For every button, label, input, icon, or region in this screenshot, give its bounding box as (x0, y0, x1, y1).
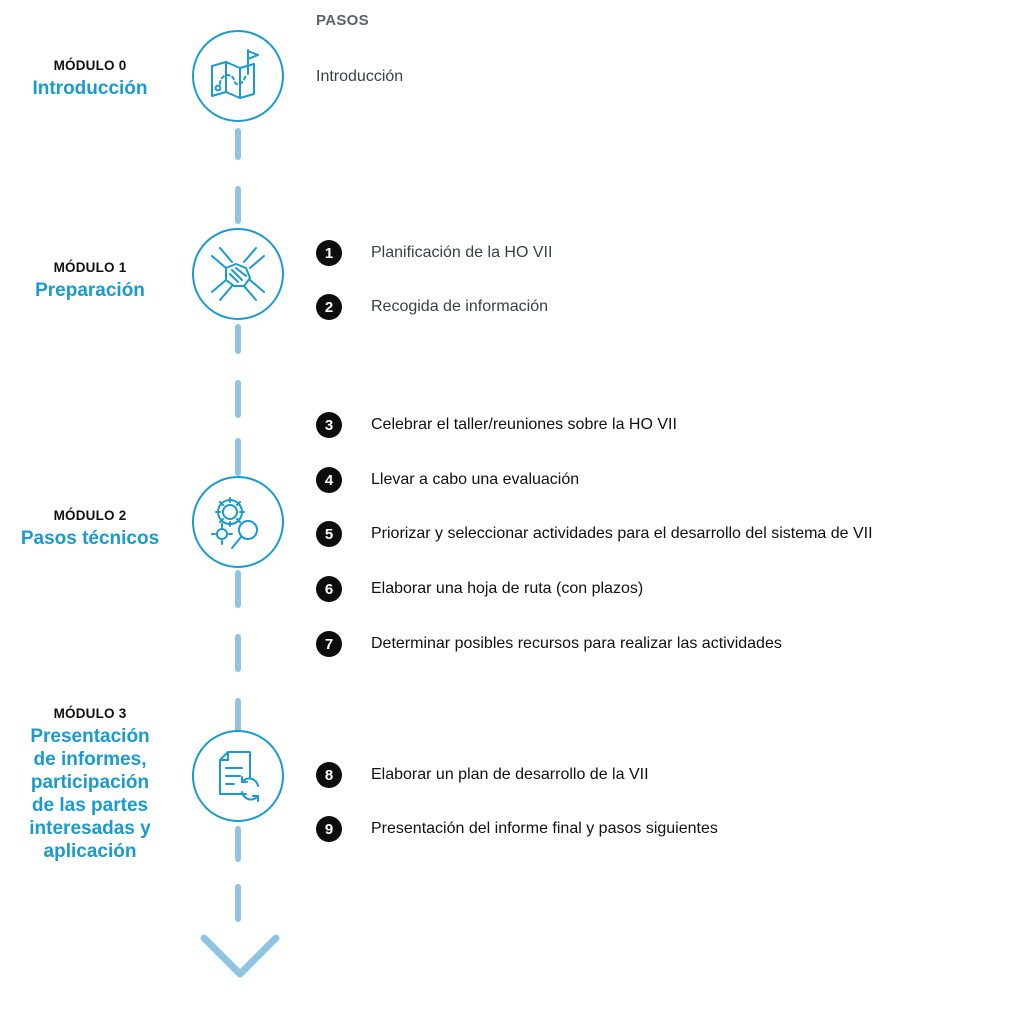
module-1-circle (192, 228, 284, 320)
step-text: Recogida de información (371, 298, 548, 315)
module-0-label: MÓDULO 0 Introducción (0, 58, 190, 100)
step-number-badge: 8 (316, 762, 342, 788)
timeline-dash (235, 570, 241, 608)
module-2-label: MÓDULO 2 Pasos técnicos (0, 508, 190, 550)
step-5: 5 Priorizar y seleccionar actividades pa… (316, 521, 873, 547)
step-6: 6 Elaborar una hoja de ruta (con plazos) (316, 576, 643, 602)
down-arrow-icon (200, 934, 280, 978)
step-number-badge: 6 (316, 576, 342, 602)
timeline-dash (235, 438, 241, 476)
module-3-kicker: MÓDULO 3 (53, 706, 127, 721)
step-1: 1 Planificación de la HO VII (316, 240, 552, 266)
module-3-circle (192, 730, 284, 822)
timeline-dash (235, 634, 241, 672)
step-text: Determinar posibles recursos para realiz… (371, 635, 782, 652)
step-9: 9 Presentación del informe final y pasos… (316, 816, 718, 842)
module-2-title: Pasos técnicos (20, 528, 160, 549)
module-3-title: Presentación de informes, participación … (0, 725, 190, 863)
step-number-badge: 1 (316, 240, 342, 266)
module-1-kicker: MÓDULO 1 (53, 260, 127, 275)
hands-together-icon (211, 247, 265, 301)
module-0-title: Introducción (32, 78, 148, 99)
step-text: Llevar a cabo una evaluación (371, 471, 580, 488)
module-0-kicker: MÓDULO 0 (53, 58, 127, 73)
step-3: 3 Celebrar el taller/reuniones sobre la … (316, 412, 677, 438)
step-4: 4 Llevar a cabo una evaluación (316, 467, 579, 493)
step-text: Presentación del informe final y pasos s… (371, 820, 718, 837)
step-text: Elaborar un plan de desarrollo de la VII (371, 766, 649, 783)
step-text: Priorizar y seleccionar actividades para… (371, 525, 873, 542)
module-2-kicker: MÓDULO 2 (53, 508, 127, 523)
step-text: Elaborar una hoja de ruta (con plazos) (371, 580, 644, 597)
module-3-title-line: aplicación (43, 841, 137, 862)
timeline-dash (235, 698, 241, 734)
module-3-title-line: Presentación (30, 726, 150, 747)
module-2-circle (192, 476, 284, 568)
intro-step: Introducción (316, 68, 404, 85)
timeline-dash (235, 324, 241, 354)
module-3-title-line: interesadas y (29, 818, 151, 839)
step-text: Celebrar el taller/reuniones sobre la HO… (371, 416, 677, 433)
gears-magnifier-icon (211, 497, 258, 549)
step-8: 8 Elaborar un plan de desarrollo de la V… (316, 762, 649, 788)
step-number-badge: 5 (316, 521, 342, 547)
module-1-label: MÓDULO 1 Preparación (0, 260, 190, 302)
timeline-dash (235, 128, 241, 160)
timeline-dash (235, 826, 241, 862)
timeline-dash (235, 884, 241, 922)
step-number-badge: 4 (316, 467, 342, 493)
step-number-badge: 7 (316, 631, 342, 657)
module-1-title: Preparación (35, 280, 145, 301)
step-number-badge: 9 (316, 816, 342, 842)
steps-heading: PASOS (316, 12, 369, 29)
step-text: Planificación de la HO VII (371, 244, 553, 261)
document-refresh-icon (219, 751, 259, 802)
map-flag-icon (211, 49, 259, 99)
module-3-label: MÓDULO 3 Presentación de informes, parti… (0, 706, 190, 863)
step-7: 7 Determinar posibles recursos para real… (316, 631, 782, 657)
step-2: 2 Recogida de información (316, 294, 548, 320)
module-3-title-line: de las partes (31, 795, 149, 816)
timeline-dash (235, 186, 241, 224)
timeline-dash (235, 380, 241, 418)
step-number-badge: 3 (316, 412, 342, 438)
module-3-title-line: de informes, (33, 749, 147, 770)
step-number-badge: 2 (316, 294, 342, 320)
module-3-title-line: participación (30, 772, 150, 793)
module-0-circle (192, 30, 284, 122)
